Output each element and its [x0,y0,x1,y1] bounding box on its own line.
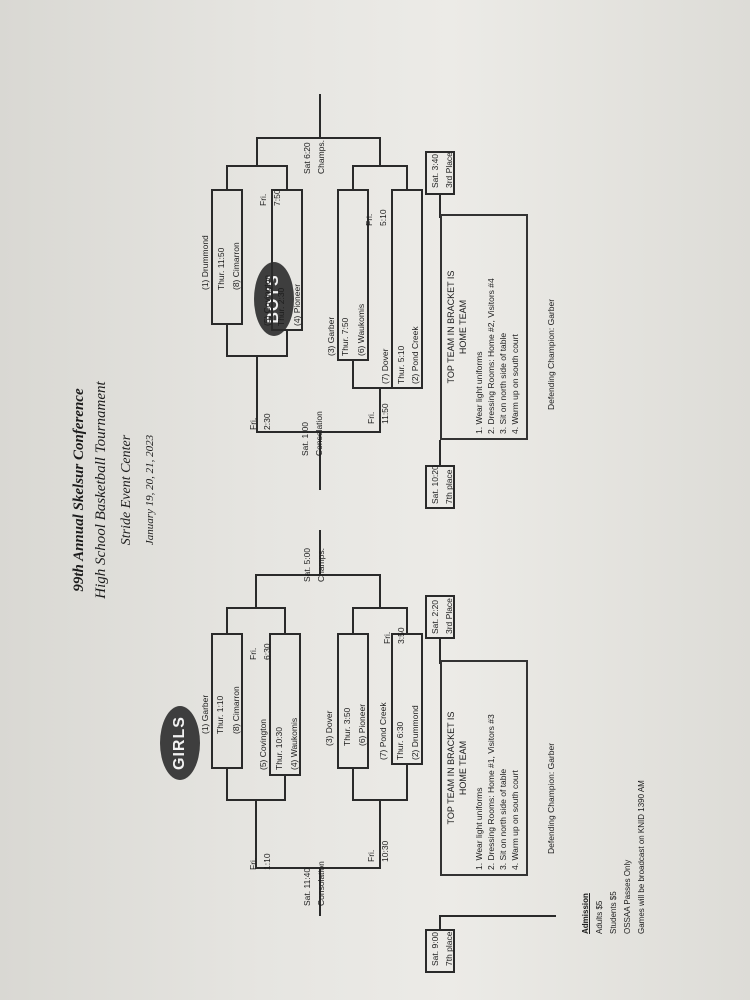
admission-line-4: Games will be broadcast on KNID 1390 AM [637,780,646,934]
girls-rules-title-2: HOME TEAM [458,740,468,796]
boys-cons-top-bracket [226,324,288,357]
girls-seventh-time: Sat. 9:00 [430,931,440,966]
girls-game3-bottom: (6) Pioneer [357,703,367,746]
girls-semi-top-day: Fri. [248,647,258,660]
girls-rules-title-1: TOP TEAM IN BRACKET IS [446,711,456,825]
boys-semi-bottom-day: Fri. [364,213,374,226]
girls-game1-bottom: (8) Cimarron [231,686,241,734]
boys-rules-item-2: 2. Dressing Rooms: Home #2, Visitors #4 [486,278,496,434]
girls-consolation-bracket [255,800,381,869]
girls-game1-time: Thur. 1:10 [215,695,225,734]
boys-game1-top: (1) Drummond [200,235,210,290]
girls-rules-item-3: 3. Sit on north side of table [498,768,508,870]
boys-game2-time: Thur. 2:30 [276,287,286,326]
boys-semi-top-bracket [226,165,288,190]
boys-rules-title-1: TOP TEAM IN BRACKET IS [446,270,456,384]
girls-cons-top-day: Fri. [248,857,258,870]
girls-game3-top: (3) Dover [324,710,334,746]
boys-rules-title-2: HOME TEAM [458,299,468,355]
girls-game2-box [269,633,301,776]
boys-game1-box [211,189,243,325]
boys-game2-top: (5) Covington [262,274,272,326]
girls-semi-bottom-time: 3:50 [396,627,406,644]
boys-semi-bottom-bracket [352,165,408,190]
boys-final-bracket [256,137,381,166]
girls-cons-bottom-time: 10:30 [380,840,390,862]
boys-game4-time: Thur. 5:10 [396,345,406,384]
girls-game4-bottom: (2) Drummond [410,705,420,760]
girls-game4-top: (7) Pond Creek [378,702,388,760]
girls-seventh-label: 7th place [444,931,454,967]
boys-third-time: Sat. 3:40 [430,153,440,188]
boys-game4-box [391,189,423,389]
boys-game3-bottom: (6) Waukomis [356,303,366,356]
admission-line-2: Students $5 [609,891,618,934]
boys-game4-bottom: (2) Pond Creek [410,326,420,384]
boys-semi-top-time: 7:50 [272,189,282,206]
boys-game2-bottom: (4) Pioneer [292,283,302,326]
girls-cons-bottom-bracket [352,764,408,801]
admission-title: Admission [581,893,590,934]
girls-semi-top-bracket [226,607,286,634]
girls-consolation-time: Sat. 11:40 [302,867,312,906]
boys-cons-bottom-bracket [352,360,407,389]
boys-game3-box [337,189,369,361]
boys-semi-bottom-time: 5:10 [378,209,388,226]
girls-game1-top: (1) Garber [200,694,210,734]
boys-semi-top-day: Fri. [258,193,268,206]
girls-rules-item-4: 4. Warm up on south court [510,770,520,870]
boys-defending-champion: Defending Champion: Garber [546,298,556,410]
girls-final-bracket [255,574,381,608]
girls-rules-item-1: 1. Wear light uniforms [474,787,484,870]
girls-rules-item-2: 2. Dressing Rooms: Home #1, Visitors #3 [486,714,496,870]
admission-line-1: Adults $5 [595,900,604,934]
girls-defending-champion: Defending Champion: Garber [546,742,556,854]
boys-cons-bottom-day: Fri. [366,411,376,424]
girls-third-time: Sat. 2:20 [430,599,440,634]
boys-third-label: 3rd Place [444,152,454,188]
boys-consolation-label: Consolation [314,411,324,456]
boys-rules-item-1: 1. Wear light uniforms [474,351,484,434]
boys-cons-bottom-time: 11:50 [380,403,390,424]
boys-game2-box [271,189,303,331]
boys-cons-top-day: Fri. [248,417,258,430]
boys-consolation-time: Sat. 1:00 [300,421,310,456]
girls-game2-time: Thur. 10:30 [274,726,284,770]
girls-semi-bottom-day: Fri. [382,631,392,644]
girls-game2-top: (5) Covington [258,718,268,770]
girls-cons-top-bracket [226,768,286,801]
girls-game3-box [337,633,369,769]
boys-game4-top: (7) Dover [380,348,390,384]
admission-line-3: OSSAA Passes Only [623,859,632,934]
girls-game4-time: Thur. 6:30 [395,721,405,760]
boys-seventh-time: Sat. 10:20 [430,465,440,504]
boys-game1-time: Thur. 11:50 [216,247,226,290]
girls-third-label: 3rd Place [444,598,454,634]
boys-game3-time: Thur. 7:50 [340,317,350,356]
boys-cons-top-time: 2:30 [262,413,272,430]
girls-game3-time: Thur. 3:50 [342,707,352,746]
girls-cons-bottom-day: Fri. [366,849,376,862]
girls-game1-box [211,633,243,769]
boys-rules-item-3: 3. Sit on north side of table [498,332,508,434]
girls-champ-time: Sat. 5:00 [302,547,312,582]
boys-seventh-label: 7th place [444,469,454,505]
boys-champ-time: Sat 6:20 [302,142,312,174]
girls-game4-box [391,633,423,765]
boys-game1-bottom: (8) Cimarron [231,242,241,290]
girls-seventh-connector [439,915,556,930]
boys-consolation-bracket [256,356,381,433]
girls-cons-top-time: 1:10 [262,853,272,870]
girls-consolation-label: Consolation [316,861,326,906]
girls-game2-bottom: (4) Waukomis [289,717,299,770]
boys-champ-label: Champs. [316,139,326,174]
boys-rules-item-4: 4. Warm up on south court [510,334,520,434]
boys-game3-top: (3) Garber [326,316,336,356]
girls-champ-label: Champs. [316,547,326,582]
girls-semi-top-time: 6:30 [262,643,272,660]
